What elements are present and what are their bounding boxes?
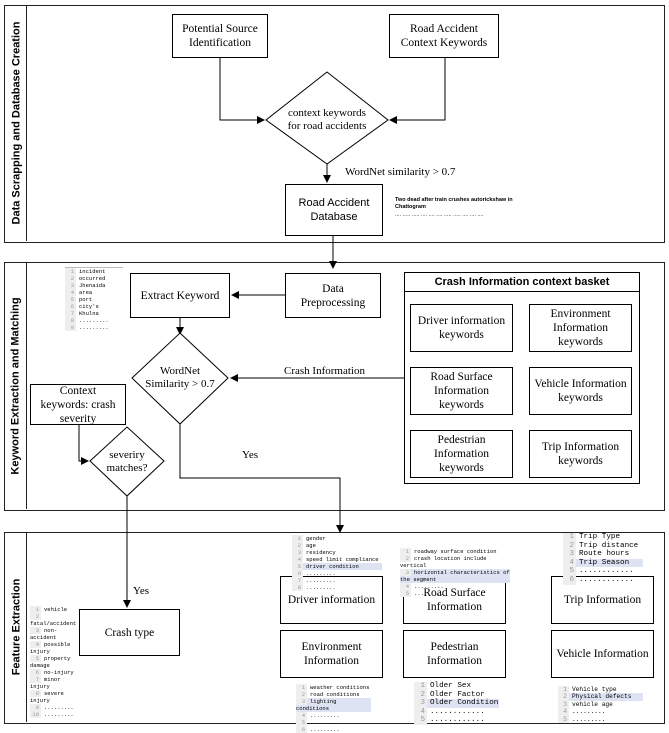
road-surface-information-box: Road Surface Information <box>403 576 506 624</box>
crash-info-basket: Crash Information context basket <box>404 272 640 484</box>
potential-source-box: Potential Source Identification <box>172 14 268 58</box>
context-keywords-box: Road Accident Context Keywords <box>389 14 499 58</box>
keyword-list-item: 6......... <box>296 726 371 733</box>
basket-environment: Environment Information keywords <box>529 304 632 352</box>
extract-keyword-box: Extract Keyword <box>130 273 230 318</box>
crash-type-box: Crash type <box>79 609 180 656</box>
pedestrian-information-box: Pedestrian Information <box>403 630 506 678</box>
section-divider-middle <box>26 262 27 509</box>
severity-diamond-label: severiry matches? <box>106 449 148 474</box>
road-accident-database-box: Road Accident Database <box>285 184 383 236</box>
keyword-list-item: 4......... <box>400 583 510 590</box>
keyword-list-item: 5............ <box>563 567 643 576</box>
keyword-list-item: 10......... <box>30 711 75 718</box>
keyword-list-item: 9......... <box>30 704 75 711</box>
keyword-list-item: 8......... <box>65 317 123 324</box>
keyword-list-item: 5......... <box>296 719 371 726</box>
keyword-list-item: 5......... <box>558 715 643 724</box>
yes-label-middle: Yes <box>242 449 259 461</box>
keyword-list-item: 2fatal/accident <box>30 613 77 627</box>
environment-information-box: Environment Information <box>280 630 383 678</box>
basket-trip: Trip Information keywords <box>529 430 632 478</box>
keyword-list-item: 5......... <box>400 590 510 597</box>
keyword-list-item: 5............ <box>414 716 499 725</box>
keyword-list-item: 9......... <box>65 324 123 331</box>
section-divider-top <box>26 5 27 241</box>
vehicle-information-box: Vehicle Information <box>551 630 654 678</box>
keyword-list-item: 6......... <box>292 570 382 577</box>
section-divider-bottom <box>26 532 27 722</box>
keyword-list-item: 4............ <box>414 707 499 717</box>
wordnet-similarity-label: WordNet similarity > 0.7 <box>345 166 456 178</box>
basket-title: Crash Information context basket <box>405 273 639 292</box>
keyword-list-item: 8......... <box>292 584 382 591</box>
basket-driver: Driver information keywords <box>410 304 513 352</box>
keyword-list-item: 6............ <box>563 575 643 585</box>
context-keywords-diamond-label: context keywords for road accidents <box>287 107 367 132</box>
wordnet-diamond-label: WordNet Similarity > 0.7 <box>145 365 215 390</box>
data-preprocessing-box: Data Preprocessing <box>285 273 381 318</box>
news-dots: .... ..... ..... .... .... .... ..... ..… <box>395 212 484 218</box>
keyword-list-item: 4......... <box>296 712 371 719</box>
yes-label-bottom: Yes <box>133 585 150 597</box>
basket-vehicle: Vehicle Information keywords <box>529 367 632 415</box>
basket-road-surface: Road Surface Information keywords <box>410 367 513 415</box>
keyword-list-item: 4......... <box>558 708 643 716</box>
crash-information-label: Crash Information <box>284 365 365 377</box>
news-headline: Two dead after train crushes autoricksha… <box>395 197 513 210</box>
basket-pedestrian: Pedestrian Information keywords <box>410 430 513 478</box>
context-severity-box: Context keywords: crash severity <box>30 384 126 425</box>
keyword-list-item: 7......... <box>292 577 382 584</box>
